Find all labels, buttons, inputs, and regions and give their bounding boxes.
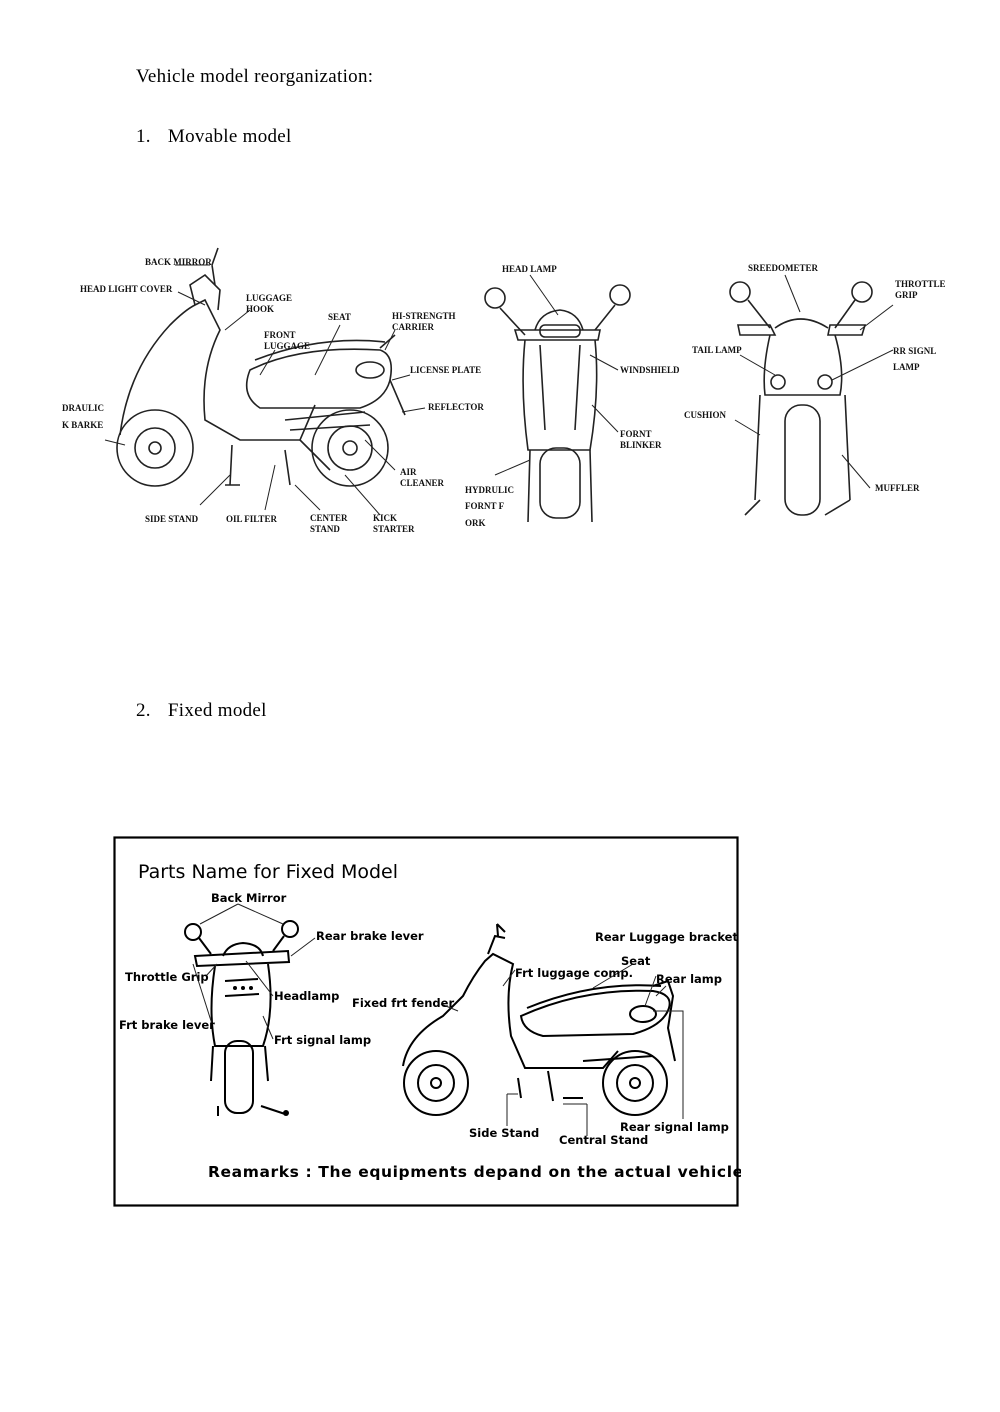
label-reflector: REFLECTOR (428, 402, 484, 412)
label-hydraulic-fork-2: FORNT F (465, 501, 505, 511)
label-license-plate: LICENSE PLATE (410, 365, 481, 375)
label-center-stand-1: CENTER (310, 513, 348, 523)
label-kick-starter-1: KICK (373, 513, 397, 523)
label-fixed-rear-lamp: Rear lamp (656, 972, 722, 986)
section-1-number: 1. (136, 126, 151, 147)
label-head-light-cover: HEAD LIGHT COVER (80, 284, 173, 294)
panel-border (113, 836, 739, 1207)
section-2-heading: 2. Fixed model (136, 700, 267, 722)
label-fixed-headlamp: Headlamp (274, 989, 339, 1003)
label-speedometer: SREEDOMETER (748, 263, 819, 273)
label-throttle-grip-2: GRIP (895, 290, 918, 300)
label-fixed-frt-signal-lamp: Frt signal lamp (274, 1033, 371, 1047)
panel-remarks: Reamarks : The equipments depand on the … (208, 1163, 741, 1181)
fixed-front-view (184, 920, 299, 1116)
label-fixed-rear-luggage-bracket: Rear Luggage bracket (595, 930, 738, 944)
section-2-number: 2. (136, 700, 151, 721)
section-1-heading: 1. Movable model (136, 126, 292, 148)
label-seat: SEAT (328, 312, 351, 322)
label-rr-signal-lamp-2: LAMP (893, 362, 920, 372)
label-center-stand-2: STAND (310, 524, 340, 534)
label-back-mirror: BACK MIRROR (145, 257, 212, 267)
label-rr-signal-lamp-1: RR SIGNL (893, 346, 936, 356)
label-hydraulic-brake-1: DRAULIC (62, 403, 104, 413)
section-1-title: Movable model (167, 126, 292, 147)
label-fixed-rear-signal-lamp: Rear signal lamp (620, 1120, 729, 1134)
label-luggage-hook-1: LUGGAGE (246, 293, 292, 303)
label-hydraulic-fork-1: HYDRULIC (465, 485, 514, 495)
page-heading: Vehicle model reorganization: (136, 66, 374, 87)
label-fixed-seat: Seat (621, 954, 651, 968)
label-cushion: CUSHION (684, 410, 727, 420)
label-carrier-1: HI-STRENGTH (392, 311, 456, 321)
label-fixed-frt-fender: Fixed frt fender (352, 996, 454, 1010)
front-wheel (116, 409, 194, 487)
label-carrier-2: CARRIER (392, 322, 435, 332)
label-fixed-central-stand: Central Stand (559, 1133, 648, 1147)
label-windshield: WINDSHIELD (620, 365, 680, 375)
label-front-blinker-2: BLINKER (620, 440, 662, 450)
label-kick-starter-2: STARTER (373, 524, 415, 534)
label-muffler: MUFFLER (875, 483, 920, 493)
label-oil-filter: OIL FILTER (226, 514, 277, 524)
scooter-rear-view (729, 281, 873, 516)
label-throttle-grip-1: THROTTLE (895, 279, 946, 289)
label-fixed-back-mirror: Back Mirror (211, 891, 287, 905)
label-hydraulic-fork-3: ORK (465, 518, 486, 528)
movable-model-diagram: BACK MIRROR HEAD LIGHT COVER LUGGAGE HOO… (62, 247, 946, 534)
rear-wheel (311, 409, 389, 487)
label-head-lamp: HEAD LAMP (502, 264, 557, 274)
scooter-front-view (484, 284, 631, 523)
label-front-blinker-1: FORNT (620, 429, 652, 439)
panel-title: Parts Name for Fixed Model (138, 861, 398, 883)
section-2-title: Fixed model (167, 700, 267, 721)
fixed-side-view (402, 923, 676, 1116)
label-fixed-frt-luggage-comp: Frt luggage comp. (515, 966, 633, 980)
label-fixed-frt-brake-lever: Frt brake lever (119, 1018, 215, 1032)
label-front-luggage-2: LUGGAGE (264, 341, 310, 351)
label-hydraulic-brake-2: K BARKE (62, 420, 103, 430)
label-air-cleaner-2: CLEANER (400, 478, 445, 488)
label-luggage-hook-2: HOOK (246, 304, 274, 314)
label-front-luggage-1: FRONT (264, 330, 296, 340)
label-side-stand: SIDE STAND (145, 514, 199, 524)
fixed-model-panel: Parts Name for Fixed Model (113, 836, 741, 1207)
label-air-cleaner-1: AIR (400, 467, 417, 477)
label-fixed-side-stand: Side Stand (469, 1126, 539, 1140)
scooter-side-view (116, 247, 406, 487)
label-tail-lamp: TAIL LAMP (692, 345, 742, 355)
label-fixed-throttle-grip: Throttle Grip (125, 970, 209, 984)
label-fixed-rear-brake-lever: Rear brake lever (316, 929, 424, 943)
